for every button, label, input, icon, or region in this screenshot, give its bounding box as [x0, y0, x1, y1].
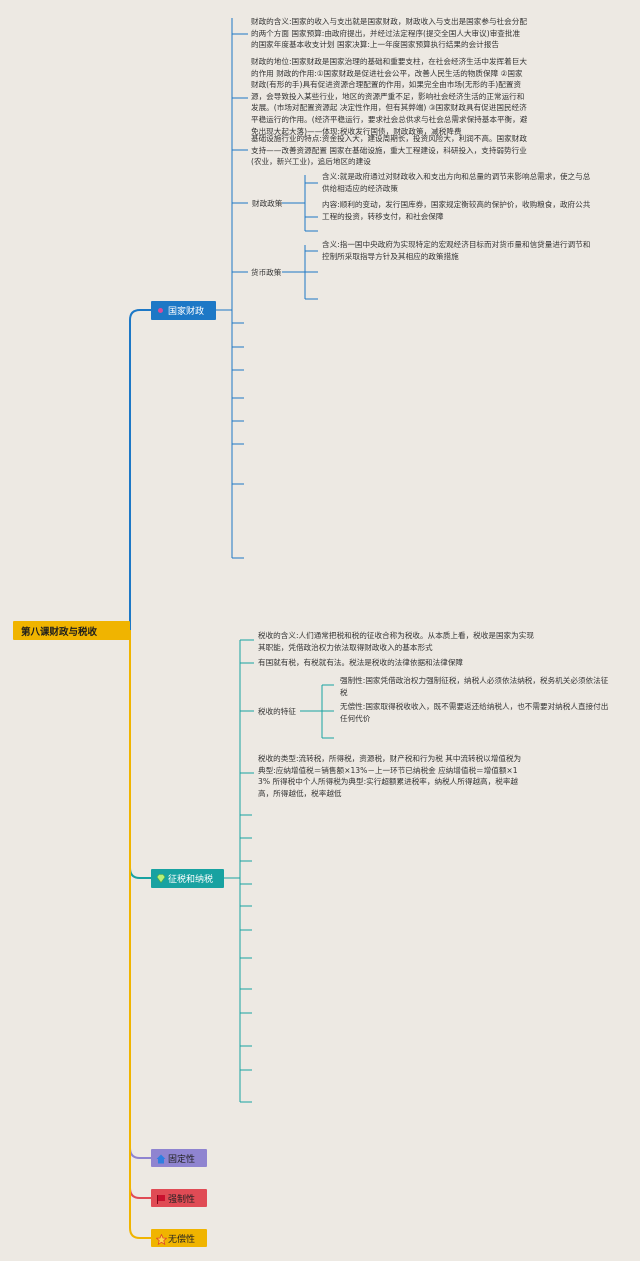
fiscal-policy-meaning[interactable]: 含义:就是政府通过对财政收入和支出方向和总量的调节来影响总需求，使之与总供给相适…	[322, 172, 591, 193]
tax-feature-compulsory[interactable]: 强制性:国家凭借政治权力强制征税，纳税人必须依法纳税，税务机关必须依法征税	[340, 676, 609, 697]
branch-taxation[interactable]: 征税和纳税	[151, 869, 224, 888]
root-label: 第八课财政与税收	[21, 626, 98, 638]
branch-compulsory[interactable]: 强制性	[151, 1189, 207, 1207]
branch-label: 国家财政	[168, 307, 205, 317]
branch-label: 强制性	[168, 1194, 196, 1205]
root-topic[interactable]: 第八课财政与税收	[13, 621, 130, 640]
flag-icon	[156, 1194, 165, 1204]
fiscal-policy-content[interactable]: 内容:顺利的变动，发行国库券，国家规定衡较高的保护价，收购粮食，政府公共工程的投…	[322, 200, 591, 221]
branch-national-finance[interactable]: 国家财政	[151, 301, 216, 320]
branch-label: 无偿性	[168, 1234, 196, 1245]
infrastructure-node[interactable]: 基础设施行业的特点:资金投入大，建设周期长，投资风险大，利润不高。国家财政支持—…	[251, 134, 527, 167]
monetary-policy-meaning[interactable]: 含义:指一国中央政府为实现特定的宏观经济目标而对货币量和信贷量进行调节和控制所采…	[322, 240, 591, 261]
tax-features-node[interactable]: 税收的特征	[258, 707, 296, 716]
gem-icon	[156, 874, 166, 884]
branch-label: 固定性	[168, 1154, 196, 1165]
house-icon	[156, 1154, 166, 1163]
fiscal-policy-node[interactable]: 财政政策	[252, 199, 283, 208]
monetary-policy-node[interactable]: 货币政策	[251, 268, 282, 277]
dot-icon	[156, 306, 165, 315]
branch-fixed[interactable]: 固定性	[151, 1149, 207, 1167]
star-icon	[155, 1232, 168, 1245]
branch-gratuitous[interactable]: 无偿性	[151, 1229, 207, 1247]
tax-law-node[interactable]: 有国就有税，有税就有法。税法是税收的法律依据和法律保障	[258, 658, 464, 667]
finance-meaning-node[interactable]: 财政的含义:国家的收入与支出就是国家财政，财政收入与支出是国家参与社会分配的两个…	[251, 17, 527, 50]
finance-status-node[interactable]: 财政的地位:国家财政是国家治理的基础和重要支柱，在社会经济生活中发挥着巨大的作用…	[251, 57, 528, 136]
tax-types-node[interactable]: 税收的类型:流转税，所得税，资源税，财产税和行为税 其中流转税以增值税为典型:应…	[258, 754, 522, 798]
branch-label: 征税和纳税	[168, 875, 214, 885]
tax-feature-gratuitous[interactable]: 无偿性:国家取得税收收入，既不需要返还给纳税人，也不需要对纳税人直接付出任何代价	[340, 702, 609, 723]
tax-meaning-node[interactable]: 税收的含义:人们通常把税和税的征收合称为税收。从本质上看，税收是国家为实现其职能…	[258, 631, 534, 652]
